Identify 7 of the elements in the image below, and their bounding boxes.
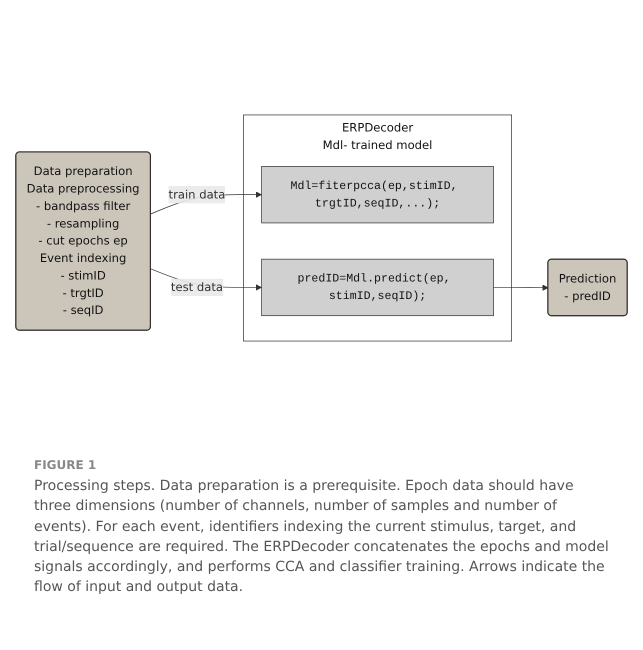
arrow (493, 284, 548, 291)
caption: Processing steps. Data preparation is a prerequisite. Epoch data should have three dimensions (number of channels, number of samples and number of events). For each event, identifiers indexing the current stimulus, target, and trial/sequence are required. The ERPDecoder concatenates the epochs and model signals accordingly, and performs CCA and classifier training. Arrows indicate the flow of input and output data. (34, 477, 609, 598)
figure-label: FIGURE 1 (34, 458, 98, 472)
edge-label: train data (168, 187, 226, 202)
node-box: Mdl=fiterpcca(ep,stimID, trgtID,seqID,...); (261, 166, 494, 224)
edge-label: test data (170, 280, 223, 294)
node-box: predID=Mdl.predict(ep, stimID,seqID); (261, 258, 494, 316)
